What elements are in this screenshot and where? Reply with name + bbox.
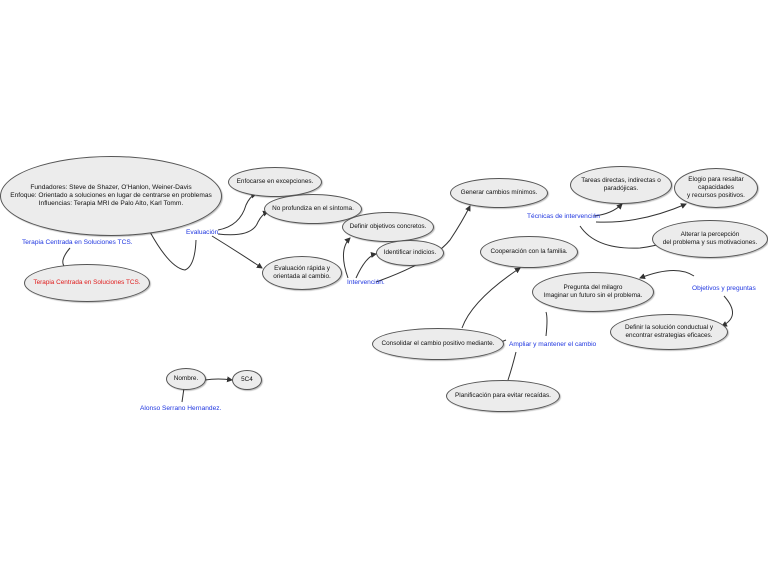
node-cooperacion: Cooperación con la familia. bbox=[480, 236, 578, 268]
node-definir-solucion: Definir la solución conductual y encontr… bbox=[610, 314, 728, 350]
label-tecnicas: Técnicas de intervención bbox=[527, 213, 600, 220]
edge-objetivos-solucion bbox=[721, 295, 733, 327]
node-pregunta: Pregunta del milagro Imaginar un futuro … bbox=[532, 272, 654, 312]
node-nombre: Nombre. bbox=[166, 368, 206, 390]
node-definir-objetivos: Definir objetivos concretos. bbox=[342, 212, 434, 242]
node-tcs-red: Terapia Centrada en Soluciones TCS. bbox=[24, 264, 150, 302]
label-evaluacion: Evaluación. bbox=[186, 229, 221, 236]
node-no-profundiza: No profundiza en el síntoma. bbox=[264, 194, 362, 224]
label-autor: Alonso Serrano Hernandez. bbox=[140, 405, 222, 412]
node-enfocarse: Enfocarse en excepciones. bbox=[228, 167, 322, 197]
node-consolidar: Consolidar el cambio positivo mediante. bbox=[372, 328, 504, 360]
node-grupo: 5C4 bbox=[232, 370, 262, 390]
node-identificar: Identificar indicios. bbox=[376, 240, 444, 266]
edge-evaluacion-enfocarse bbox=[217, 192, 257, 231]
label-ampliar: Ampliar y mantener el cambio bbox=[509, 341, 597, 348]
node-generar: Generar cambios mínimos. bbox=[450, 178, 548, 208]
label-intervencion: Intervención. bbox=[347, 279, 385, 286]
label-objetivos-preguntas: Objetivos y preguntas bbox=[692, 285, 756, 292]
edge-fundadores-tcs bbox=[149, 231, 197, 271]
node-tareas: Tareas directas, indirectas o paradójica… bbox=[570, 166, 672, 204]
node-fundadores: Fundadores: Steve de Shazer, O'Hanlon, W… bbox=[0, 156, 222, 236]
edge-intervencion-identificar bbox=[355, 252, 377, 279]
label-tcs-blue: Terapia Centrada en Soluciones TCS. bbox=[22, 239, 133, 246]
edge-evaluacion-noprofundiza bbox=[217, 210, 269, 236]
edge-ampliar-planificacion bbox=[507, 351, 517, 381]
node-elogio: Elogio para resaltar capacidades y recur… bbox=[674, 168, 758, 208]
edge-intervencion-generar bbox=[375, 205, 471, 283]
edge-consolidar-cooperacion bbox=[461, 267, 521, 329]
edge-intervencion-definir bbox=[343, 237, 351, 279]
edge-nombre-autor bbox=[181, 387, 185, 403]
node-evaluacion-rapida: Evaluación rápida y orientada al cambio. bbox=[262, 256, 342, 290]
edge-objetivos-pregunta bbox=[639, 270, 695, 279]
edge-tecnicas-elogio bbox=[595, 203, 687, 223]
edge-nombre-grupo bbox=[204, 376, 233, 383]
edge-ampliar-pregunta bbox=[545, 311, 548, 337]
edge-tecnicas-tareas bbox=[593, 203, 623, 217]
edge-evaluacion-evaluacionrapida bbox=[211, 235, 263, 269]
node-planificacion: Planificación para evitar recaídas. bbox=[446, 380, 560, 412]
node-alterar: Alterar la percepción del problema y sus… bbox=[652, 220, 768, 258]
